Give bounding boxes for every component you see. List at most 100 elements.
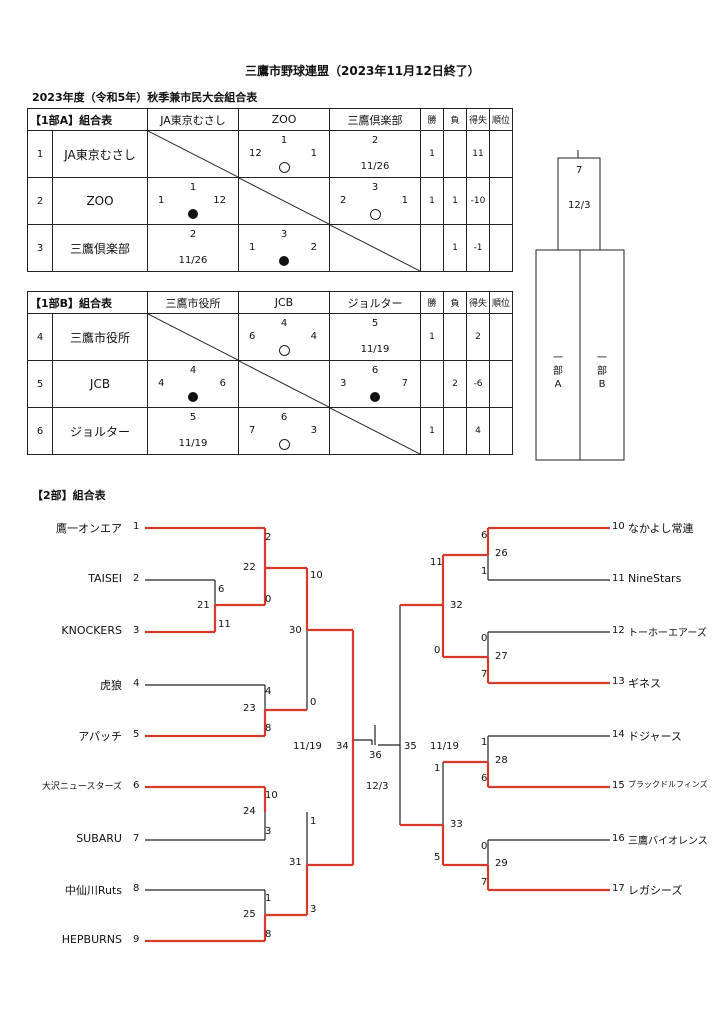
score-right: 4 [310, 331, 317, 342]
wins: 1 [420, 130, 444, 178]
match-cell: 4 4 6 [147, 360, 239, 408]
win-mark-icon [278, 439, 290, 450]
rank [489, 407, 513, 455]
score: 7 [481, 877, 488, 888]
game-number: 2 [371, 135, 379, 146]
team-name: トーホーエアーズ [628, 628, 707, 639]
game-number: 22 [243, 562, 256, 573]
score: 1 [310, 816, 317, 827]
team-number: 14 [612, 729, 625, 740]
losses [443, 313, 467, 361]
match-info: 11/26 [178, 255, 208, 266]
team-name: 大沢ニュースターズ [41, 782, 122, 792]
game-number: 3 [280, 229, 288, 240]
rank [489, 177, 513, 225]
team-name: KNOCKERS [61, 624, 122, 637]
team-number: 17 [612, 883, 625, 894]
score: 6 [481, 530, 488, 541]
losses [443, 407, 467, 455]
score: 11 [430, 557, 443, 568]
score: 1 [481, 566, 488, 577]
team-name: ギネス [628, 677, 661, 690]
run-diff: 2 [466, 313, 490, 361]
score-right: 2 [310, 242, 317, 253]
score: 4 [265, 686, 272, 697]
score-right: 12 [213, 195, 226, 206]
final-game-date: 12/3 [366, 781, 389, 792]
score: 1 [265, 893, 272, 904]
score-left: 7 [249, 425, 256, 436]
match-info: 11/19 [360, 344, 390, 355]
score: 1 [481, 737, 488, 748]
score-right: 6 [219, 378, 226, 389]
losses: 1 [443, 224, 467, 272]
team-name: アパッチ [78, 730, 122, 743]
team-name: HEPBURNS [61, 933, 122, 946]
match-cell: 4 6 4 [238, 313, 330, 361]
team-name: NineStars [628, 572, 682, 585]
game-number: 3 [371, 182, 379, 193]
game-number: 26 [495, 548, 508, 559]
score-left: 4 [158, 378, 165, 389]
team-number: 1 [27, 130, 53, 178]
team-name: 中仙川Ruts [64, 884, 122, 897]
game-number: 2 [189, 229, 197, 240]
match-info: 11/19 [178, 438, 208, 449]
score-left: 1 [249, 242, 256, 253]
score-right: 3 [310, 425, 317, 436]
match-cell: 1 1 12 [147, 177, 239, 225]
diagonal-cell [329, 224, 421, 272]
game-number: 32 [450, 600, 463, 611]
team-number: 7 [133, 833, 140, 844]
score: 6 [481, 773, 488, 784]
final-game-number: 36 [369, 750, 382, 761]
score: 5 [434, 852, 441, 863]
group-b-col-team: ジョルター [329, 291, 421, 314]
run-diff: -6 [466, 360, 490, 408]
score: 11 [218, 619, 231, 630]
rank [489, 360, 513, 408]
team-number: 10 [612, 521, 625, 532]
final1-date: 12/3 [568, 200, 591, 211]
team-name: 三鷹市役所 [52, 313, 148, 361]
team-name: JCB [52, 360, 148, 408]
team-number: 3 [27, 224, 53, 272]
game-number: 23 [243, 703, 256, 714]
wins: 1 [420, 177, 444, 225]
score: 3 [265, 826, 272, 837]
score: 0 [434, 645, 441, 656]
score-right: 1 [310, 148, 317, 159]
team-number: 2 [27, 177, 53, 225]
team-name: なかよし常連 [628, 522, 694, 535]
team-name: ブラックドルフィンズ [628, 780, 708, 789]
score-left: 3 [340, 378, 347, 389]
game-number: 31 [289, 857, 302, 868]
score-left: 2 [340, 195, 347, 206]
page-title: 三鷹市野球連盟（2023年11月12日終了） [245, 64, 480, 78]
team-number: 13 [612, 676, 625, 687]
score: 1 [434, 763, 441, 774]
score-left: 1 [158, 195, 165, 206]
team-number: 16 [612, 833, 625, 844]
rank [489, 224, 513, 272]
game-number: 5 [371, 318, 379, 329]
score-left: 6 [249, 331, 256, 342]
game-number: 1 [189, 182, 197, 193]
score: 0 [310, 697, 317, 708]
game-date: 11/19 [293, 741, 322, 752]
score: 8 [265, 929, 272, 940]
score-right: 7 [401, 378, 408, 389]
loss-mark-icon [188, 209, 198, 219]
score-left: 12 [249, 148, 262, 159]
team-name: ドジャース [628, 730, 682, 743]
team-name: レガシーズ [628, 884, 683, 897]
game-number: 4 [280, 318, 288, 329]
final1-right: 一部B [597, 353, 607, 390]
game-number: 33 [450, 819, 463, 830]
